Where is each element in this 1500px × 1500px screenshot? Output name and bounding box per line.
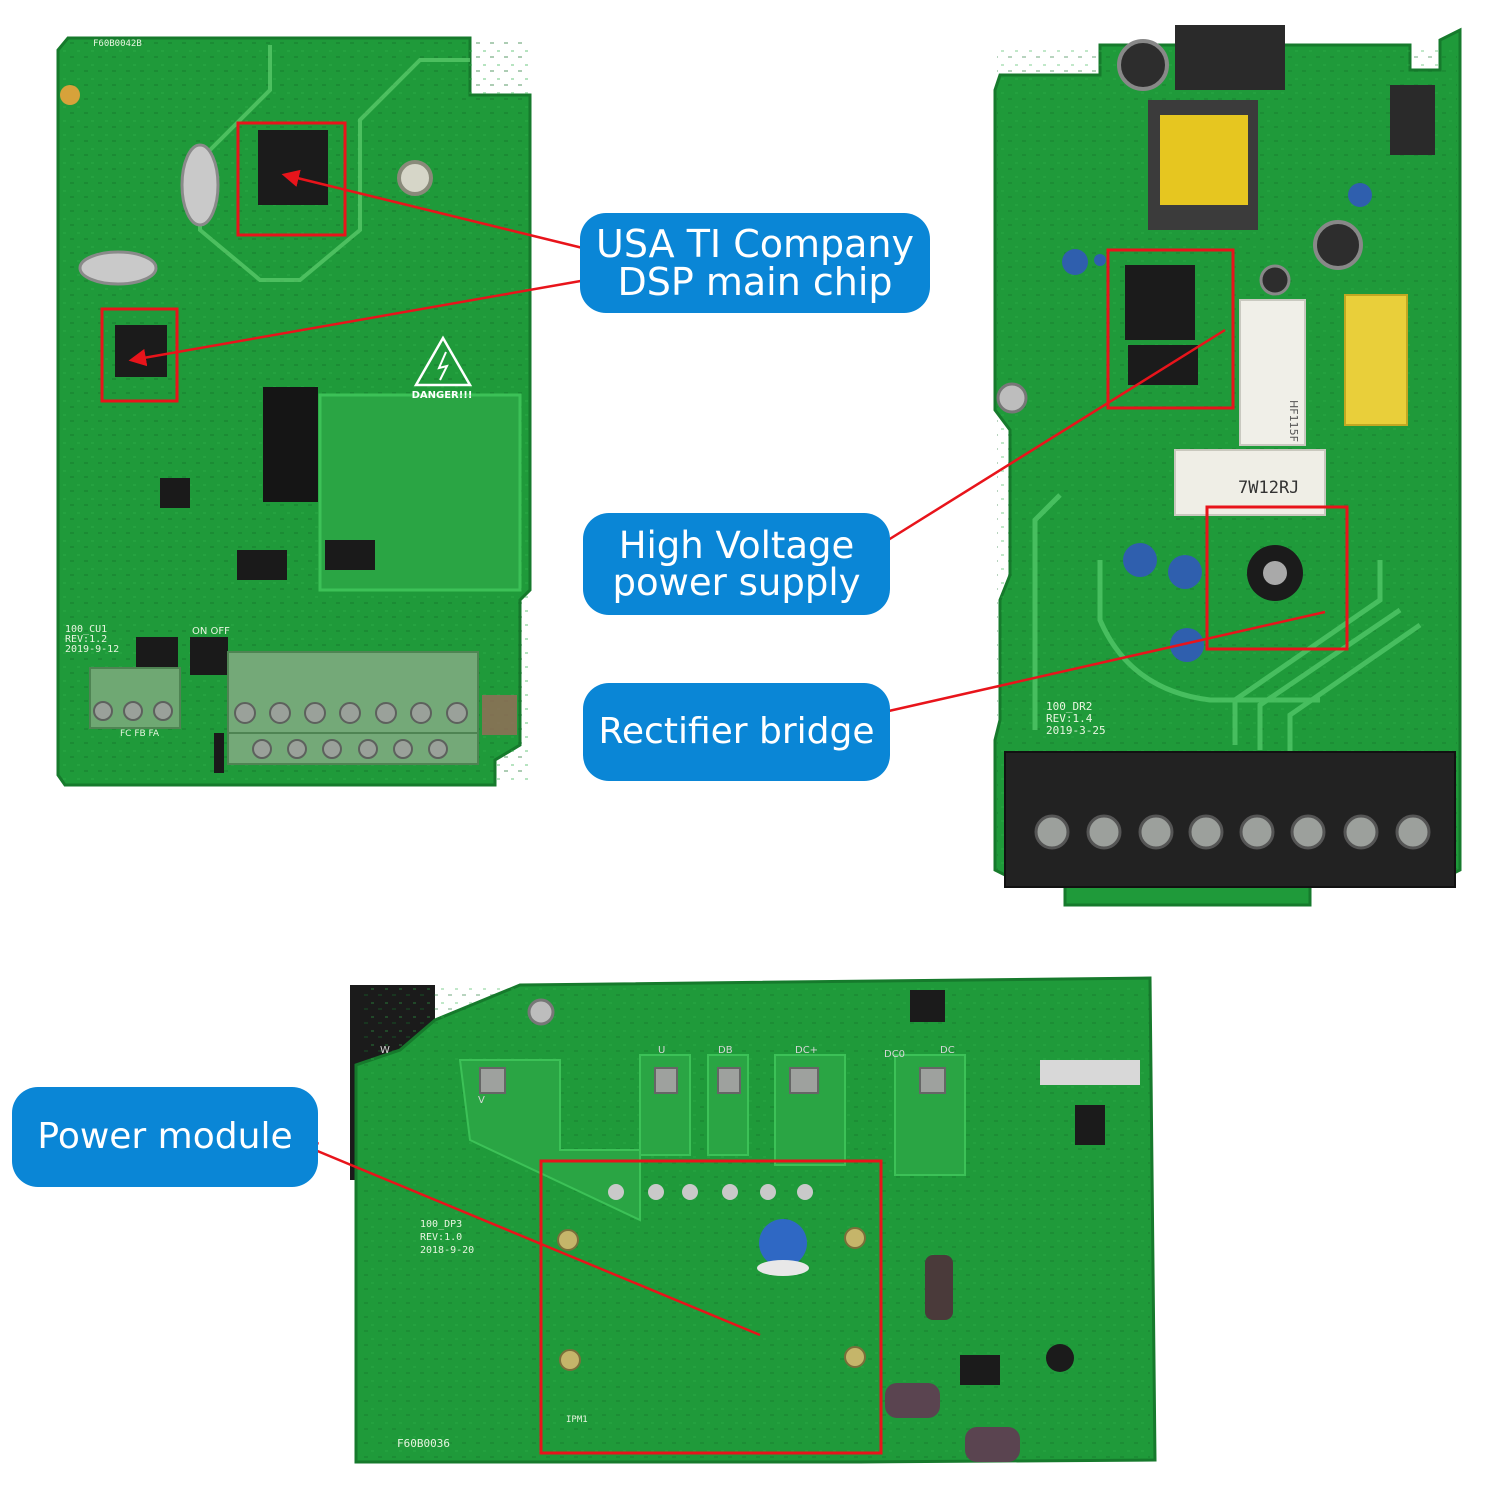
- terminal-label-v: V: [478, 1095, 485, 1106]
- power-board-date: 2018-9-20: [420, 1245, 474, 1256]
- terminal-label-w: W: [380, 1045, 390, 1056]
- arrow-dsp-bottom: [128, 277, 593, 367]
- dsp-callout-line1: USA TI Company: [596, 222, 914, 266]
- terminal-label-dc0: DC0: [884, 1049, 905, 1060]
- callout-arrows: [128, 169, 1326, 1337]
- hv-supply-callout: High Voltage power supply: [583, 513, 890, 615]
- rectifier-callout: Rectifier bridge: [583, 683, 890, 781]
- driver-board-model: 100_DR2: [1046, 700, 1092, 713]
- driver-board-date: 2019-3-25: [1046, 724, 1106, 737]
- resistor-label: 7W12RJ: [1238, 478, 1299, 498]
- hv-callout-line2: power supply: [612, 561, 861, 604]
- control-board-date: 2019-9-12: [65, 644, 119, 655]
- rectifier-callout-label: Rectifier bridge: [598, 711, 875, 752]
- ipm-label: IPM1: [566, 1415, 588, 1425]
- dsp-callout-line2: DSP main chip: [617, 260, 893, 304]
- arrow-power-module: [299, 1142, 761, 1337]
- control-board-model: 100_CU1: [65, 624, 107, 635]
- terminal-label-db: DB: [718, 1045, 733, 1056]
- driver-board-rev: REV:1.4: [1046, 712, 1093, 725]
- arrow-hv-supply: [861, 328, 1226, 557]
- power-board-id: F60B0036: [397, 1437, 450, 1450]
- power-board: W V U DB DC+ DC0 DC 100_DP3: [350, 976, 1157, 1464]
- control-board-id: F60B0042B: [93, 39, 142, 49]
- control-board-rev: REV:1.2: [65, 634, 107, 645]
- power-module-callout-label: Power module: [37, 1116, 293, 1157]
- terminal-label-dc: DC: [940, 1045, 955, 1056]
- power-board-model: 100_DP3: [420, 1219, 462, 1230]
- control-board: DANGER!!! F60B0042B 100_CU1 REV:1.2 2019…: [56, 36, 532, 787]
- relay-terminal-label: FC FB FA: [120, 729, 160, 739]
- switch-label: ON OFF: [192, 626, 230, 637]
- power-board-rev: REV:1.0: [420, 1232, 462, 1243]
- arrow-rectifier: [854, 610, 1326, 724]
- power-module-callout: Power module: [12, 1087, 318, 1187]
- terminal-label-dcplus: DC+: [795, 1045, 818, 1056]
- danger-text: DANGER!!!: [412, 390, 473, 401]
- dsp-chip-callout: USA TI Company DSP main chip: [580, 213, 930, 313]
- terminal-label-u: U: [658, 1045, 665, 1056]
- relay-label: HF115F: [1287, 400, 1300, 442]
- arrow-dsp-top: [281, 169, 596, 253]
- driver-board: HF115F 7W12RJ 100_DR2 REV:1.4 20: [993, 25, 1462, 907]
- hv-callout-line1: High Voltage: [618, 524, 855, 567]
